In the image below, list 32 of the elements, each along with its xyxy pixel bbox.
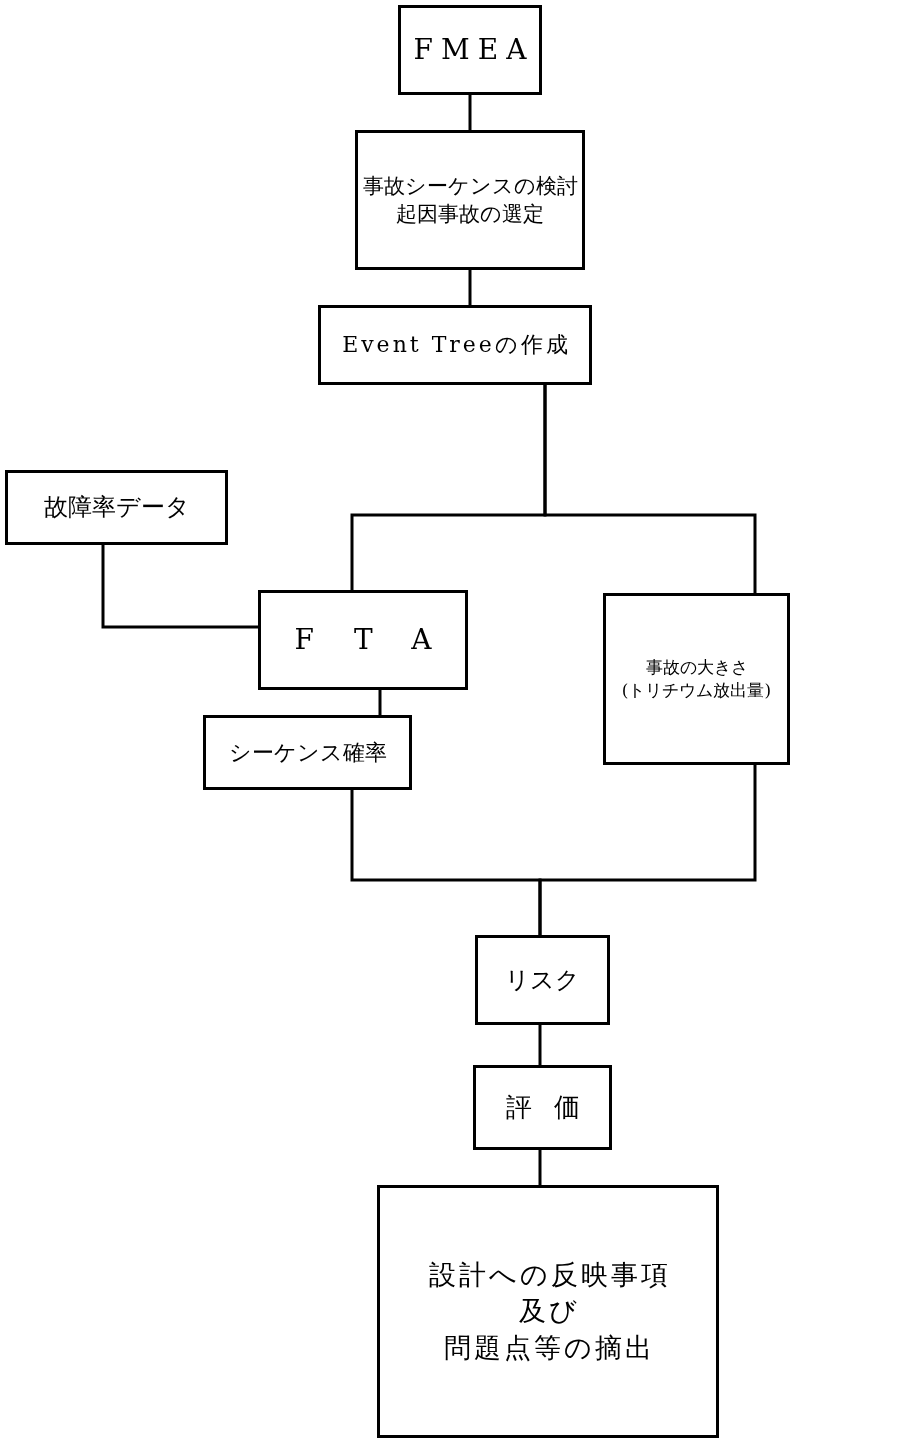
process-box — [258, 590, 468, 690]
connector-line — [468, 95, 472, 130]
process-box — [473, 1065, 612, 1150]
node-label: 評価 — [505, 1090, 602, 1124]
connector-line — [538, 1150, 542, 1185]
node-label: リスク — [505, 964, 580, 996]
process-box — [203, 715, 412, 790]
node-label: シーケンス確率 — [228, 738, 387, 767]
node-label: 起因事故の選定 — [396, 201, 544, 228]
process-box — [318, 305, 592, 385]
node-label: 事故の大きさ — [645, 656, 748, 679]
process-box — [603, 593, 790, 765]
node-label: 故障率データ — [43, 492, 190, 524]
connector-line — [543, 385, 757, 593]
node-label: 設計への反映事項 — [428, 1257, 671, 1292]
connector-line — [468, 270, 472, 305]
connector-line — [538, 765, 757, 935]
node-label: 事故シーケンスの検討 — [362, 172, 578, 200]
node-label: 及び — [519, 1294, 580, 1329]
node-label: 問題点等の摘出 — [444, 1330, 655, 1365]
process-box — [355, 130, 585, 270]
result-box — [377, 1185, 719, 1438]
process-box — [398, 5, 542, 95]
node-label: FTA — [294, 622, 472, 659]
node-label: (トリチウム放出量) — [621, 679, 772, 702]
connector-line — [101, 545, 258, 629]
connector-line — [538, 1025, 542, 1065]
connector-line — [378, 690, 382, 715]
node-label: Event Treeの作成 — [342, 331, 571, 360]
input-box — [5, 470, 228, 545]
process-box — [475, 935, 610, 1025]
node-label: FMEA — [413, 32, 535, 69]
